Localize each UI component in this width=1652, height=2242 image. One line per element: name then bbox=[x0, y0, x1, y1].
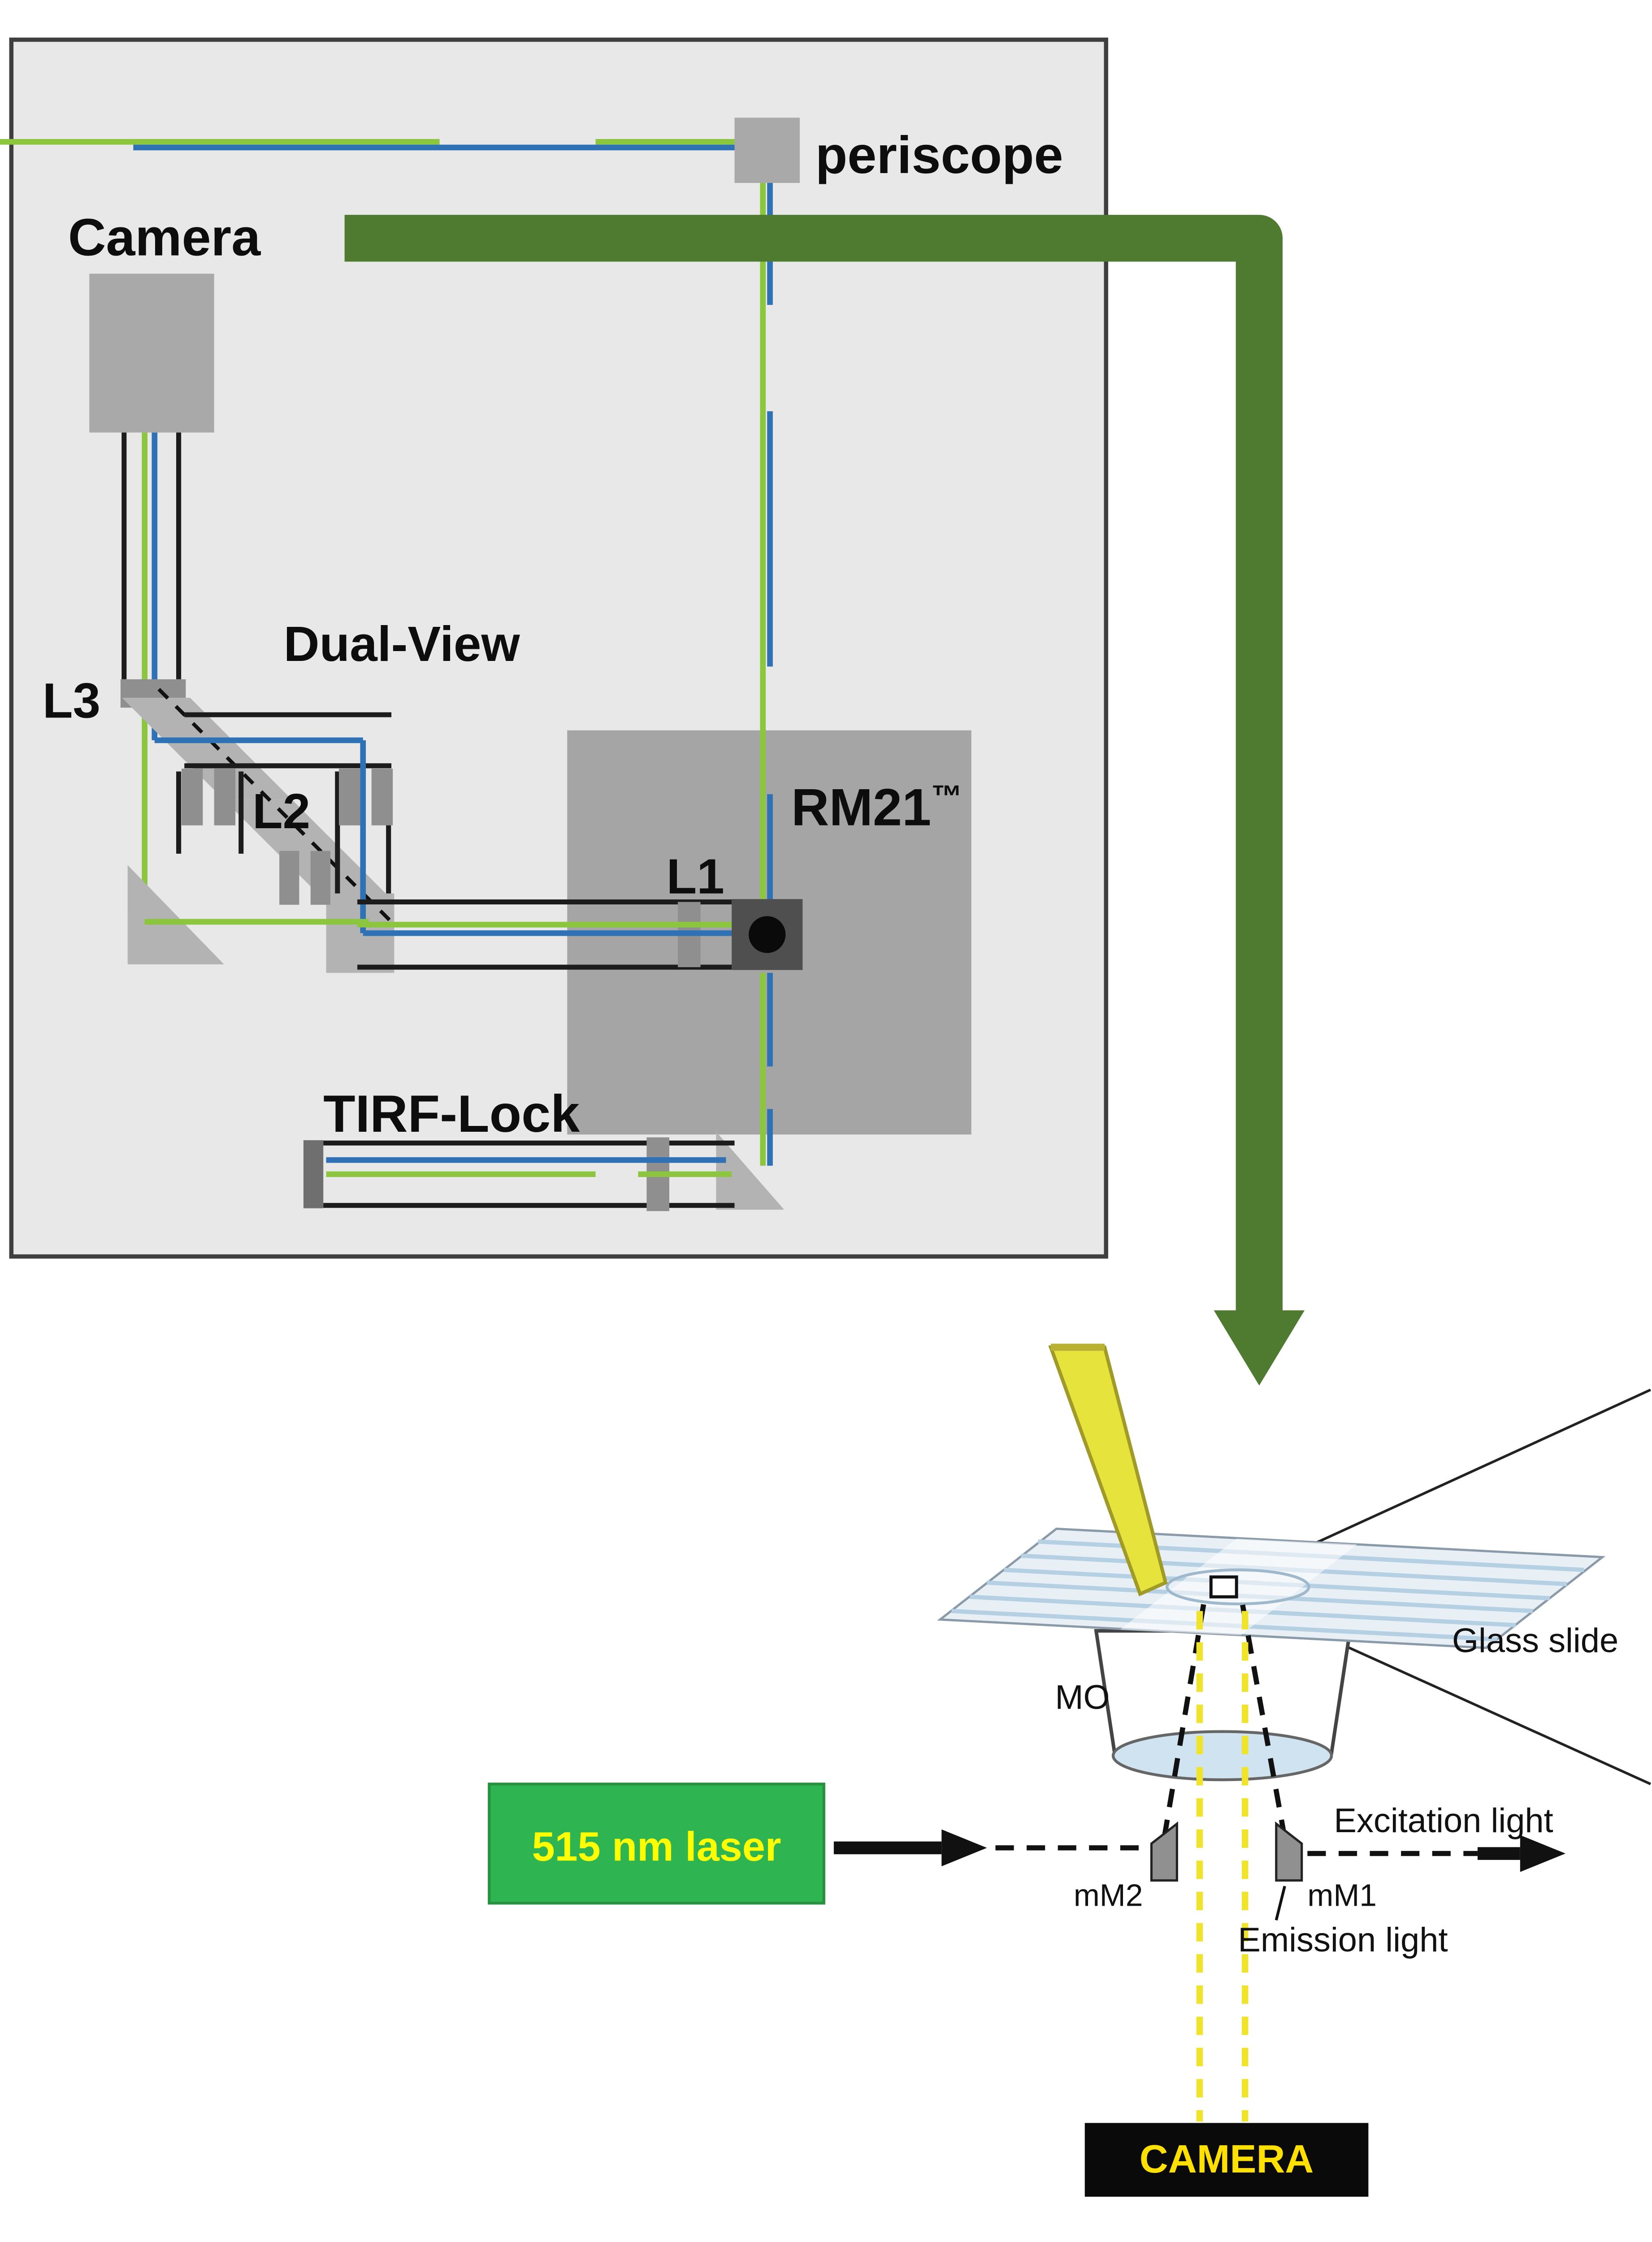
dual-view-label: Dual-View bbox=[284, 617, 520, 672]
laser-box bbox=[488, 1782, 825, 1905]
flow-arrow-head bbox=[1214, 1310, 1305, 1386]
glass-slide-label: Glass slide bbox=[1452, 1622, 1618, 1660]
excitation-beam-up bbox=[1162, 1602, 1207, 1838]
dual-view-lens-1 bbox=[181, 769, 203, 826]
dual-view-lens-3 bbox=[338, 769, 360, 826]
dual-view-mirror-2 bbox=[224, 799, 392, 899]
mm2-label: mM2 bbox=[1074, 1878, 1143, 1913]
excitation-beam-down bbox=[1240, 1602, 1288, 1838]
laser-label: 515 nm laser bbox=[532, 1824, 781, 1869]
focal-square bbox=[1209, 1575, 1238, 1599]
glass-slide-focus-ellipse bbox=[1166, 1568, 1310, 1606]
dual-view-lens-4 bbox=[371, 769, 393, 826]
dual-view-lens-2 bbox=[214, 769, 236, 826]
emission-label: Emission light bbox=[1238, 1921, 1448, 1959]
camera-box bbox=[1084, 2123, 1369, 2197]
camera-box-label: CAMERA bbox=[1140, 2137, 1314, 2181]
dichroic-dashed-line bbox=[157, 688, 396, 926]
micromirror-m2 bbox=[1150, 1821, 1178, 1882]
l3-label: L3 bbox=[43, 673, 100, 728]
l1-lens bbox=[749, 916, 786, 953]
emission-leader-line bbox=[1275, 1886, 1286, 1921]
dual-view-mirror-1 bbox=[122, 698, 292, 800]
objective-lens bbox=[1111, 1730, 1333, 1781]
rm21-tm: ™ bbox=[931, 779, 963, 814]
tirf-mirror bbox=[716, 1131, 785, 1210]
periscope-mirror bbox=[734, 117, 800, 183]
excitation-out-head bbox=[1520, 1835, 1566, 1872]
camera-label: Camera bbox=[68, 208, 261, 266]
laser-arrow-head bbox=[941, 1829, 987, 1867]
camera-body bbox=[89, 274, 214, 433]
micromirror-m1 bbox=[1275, 1821, 1303, 1882]
excitation-label: Excitation light bbox=[1334, 1802, 1553, 1840]
l2-label: L2 bbox=[252, 784, 310, 839]
flow-arrow-shaft bbox=[344, 215, 1283, 1316]
periscope-label: periscope bbox=[815, 126, 1063, 184]
l1-label: L1 bbox=[667, 849, 724, 904]
glass-slide-channel-band bbox=[1120, 1538, 1357, 1635]
tirf-lock-label: TIRF-Lock bbox=[323, 1084, 580, 1143]
rm21-text: RM21 bbox=[791, 778, 931, 837]
dual-view-lens-5 bbox=[279, 851, 299, 905]
dual-view-lens-6 bbox=[310, 851, 330, 905]
mo-label: MO bbox=[1055, 1678, 1110, 1716]
rm21-label: RM21™ bbox=[791, 778, 963, 837]
mm1-label: mM1 bbox=[1307, 1878, 1377, 1913]
tirf-endcap bbox=[303, 1140, 324, 1208]
